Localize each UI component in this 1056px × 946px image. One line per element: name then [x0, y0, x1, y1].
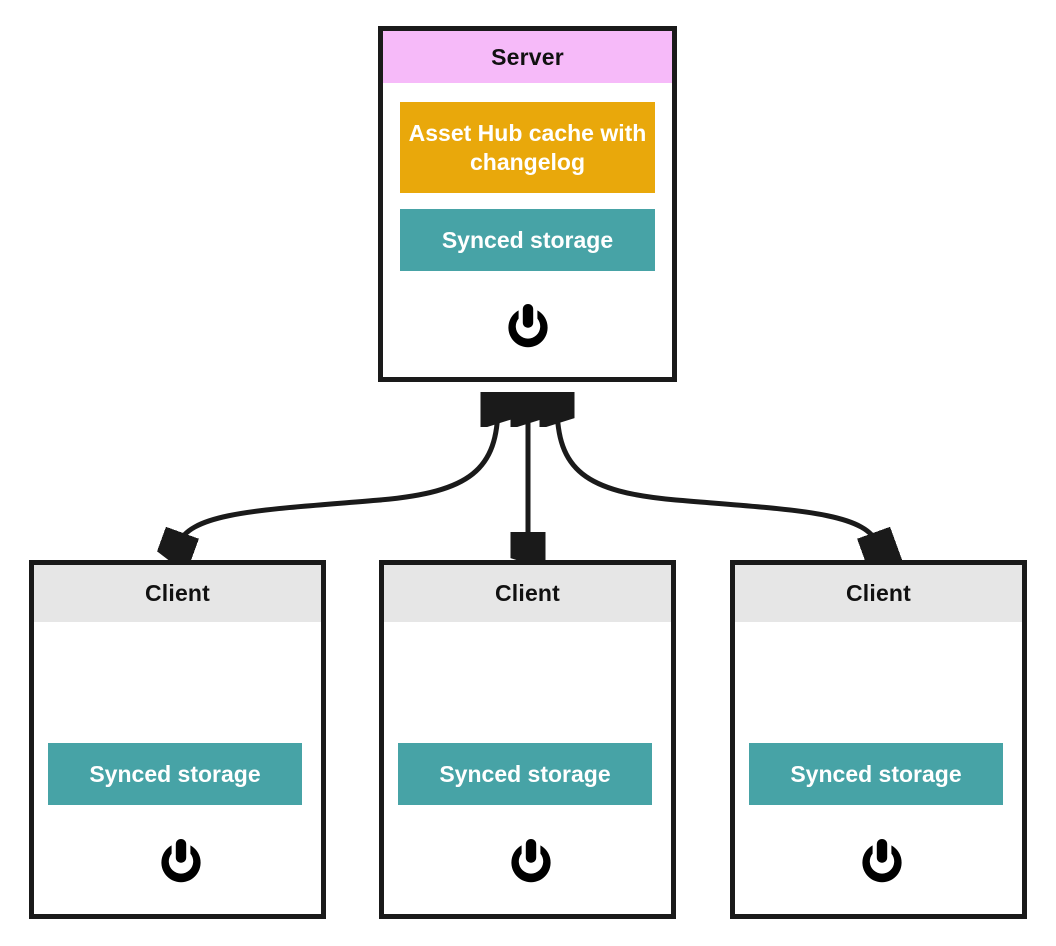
client-synced-storage-bar: Synced storage — [48, 743, 302, 805]
power-icon — [505, 301, 551, 349]
connection-server-to-client-3 — [557, 405, 878, 545]
client-header: Client — [735, 565, 1022, 622]
power-icon — [158, 836, 204, 884]
server-header: Server — [383, 31, 672, 83]
server-synced-storage-bar: Synced storage — [400, 209, 655, 271]
client-header: Client — [34, 565, 321, 622]
client-synced-storage-bar: Synced storage — [749, 743, 1003, 805]
power-icon — [508, 836, 554, 884]
client-synced-storage-bar: Synced storage — [398, 743, 652, 805]
server-node: Server Asset Hub cache with changelog Sy… — [378, 26, 677, 382]
client-header: Client — [384, 565, 671, 622]
connection-server-to-client-1 — [178, 405, 498, 545]
client-node-3: Client Synced storage — [730, 560, 1027, 919]
server-asset-hub-cache-bar: Asset Hub cache with changelog — [400, 102, 655, 193]
client-node-1: Client Synced storage — [29, 560, 326, 919]
client-node-2: Client Synced storage — [379, 560, 676, 919]
power-icon — [859, 836, 905, 884]
